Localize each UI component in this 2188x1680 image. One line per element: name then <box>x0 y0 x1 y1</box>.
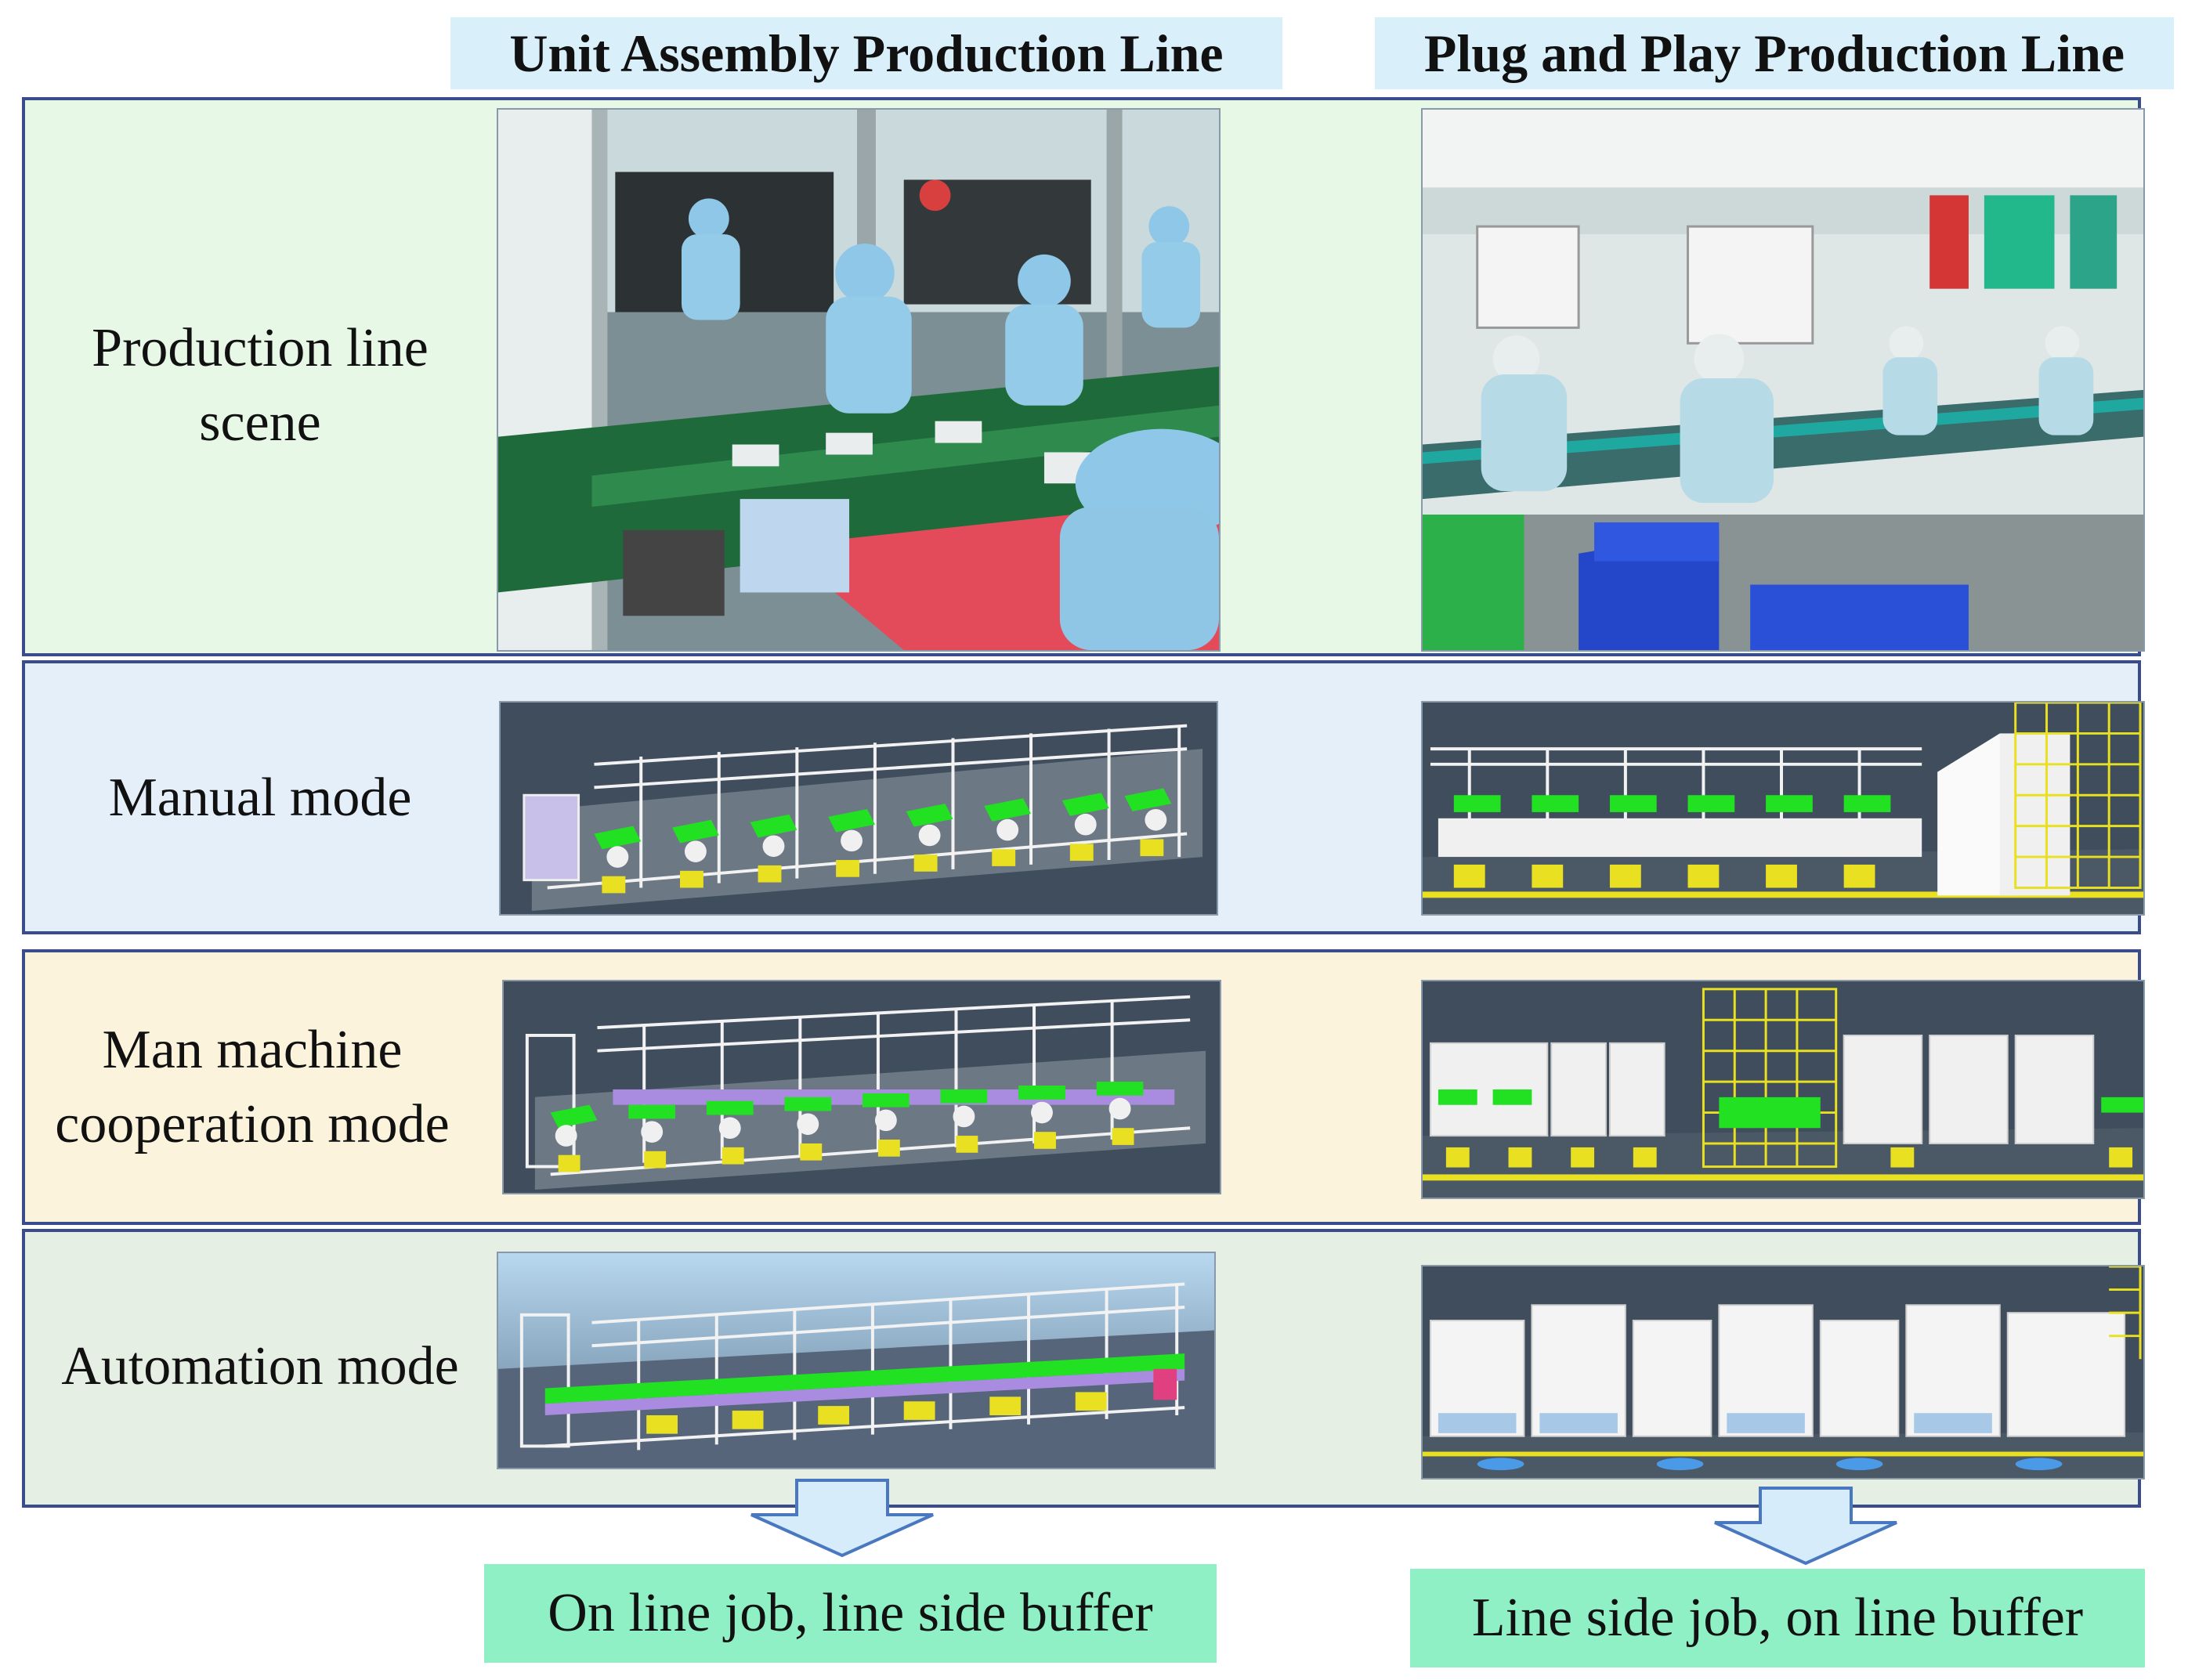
row-label-line1: Production line <box>92 318 429 378</box>
arrow-down-left-icon <box>750 1479 934 1557</box>
plug-and-play-scene-photo <box>1421 108 2145 652</box>
plug-and-play-automation-render <box>1421 1265 2145 1479</box>
row-label-line2: scene <box>199 392 321 453</box>
header-plug-and-play: Plug and Play Production Line <box>1375 17 2174 89</box>
result-plug-and-play: Line side job, on line buffer <box>1410 1569 2145 1667</box>
row-manual-mode: Manual mode <box>22 660 2145 934</box>
row-production-line-scene: Production line scene <box>22 97 2145 656</box>
result-unit-assembly: On line job, line side buffer <box>484 1564 1217 1663</box>
plug-and-play-cooperation-render <box>1421 980 2145 1199</box>
row-label: Automation mode <box>25 1330 495 1404</box>
row-label-line1: Automation mode <box>61 1336 459 1396</box>
row-label-line1: Man machine <box>102 1020 403 1080</box>
arrow-down-right-icon <box>1714 1487 1897 1565</box>
row-label: Manual mode <box>25 761 495 836</box>
row-label-line2: cooperation mode <box>55 1093 450 1154</box>
row-label: Man machine cooperation mode <box>25 1013 479 1162</box>
unit-assembly-manual-render <box>499 701 1218 916</box>
unit-assembly-scene-photo <box>497 108 1221 652</box>
row-man-machine-cooperation-mode: Man machine cooperation mode <box>22 949 2145 1225</box>
header-unit-assembly: Unit Assembly Production Line <box>450 17 1282 89</box>
unit-assembly-cooperation-render <box>502 980 1221 1194</box>
row-automation-mode: Automation mode <box>22 1229 2145 1508</box>
plug-and-play-manual-render <box>1421 701 2145 916</box>
row-label-line1: Manual mode <box>108 768 412 828</box>
row-label: Production line scene <box>25 312 495 460</box>
unit-assembly-automation-render <box>497 1252 1216 1469</box>
